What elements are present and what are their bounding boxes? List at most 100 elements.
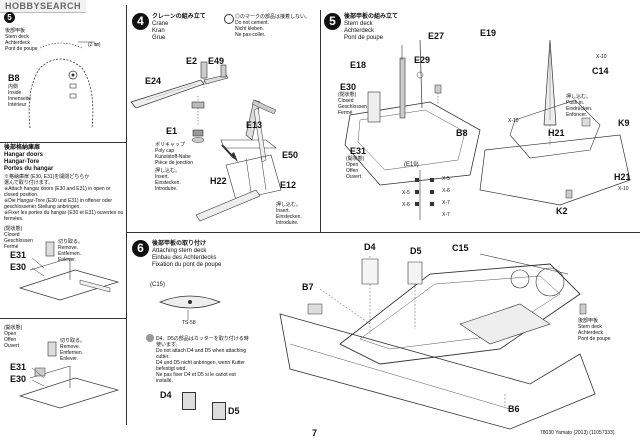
open-label-3: Ouvert xyxy=(4,343,20,349)
part-d5-small: D5 xyxy=(228,406,240,416)
sidebar-stern-deck-2: Achterdeck xyxy=(5,40,31,46)
closed-label-3: Fermé xyxy=(4,244,19,250)
cutter-diagram xyxy=(159,295,221,320)
x6-b: X-6 xyxy=(402,202,410,208)
step-5-title-1: Stern deck xyxy=(344,21,373,27)
s5-open-2: Offen xyxy=(346,168,359,174)
part-e31: E31 xyxy=(350,146,367,156)
part-e31-open: E31 xyxy=(10,362,27,372)
hangar-desc-0: ※格納庫扉 (E30, E31)を開閉どちらか xyxy=(4,174,90,180)
x6-a: X-6 xyxy=(442,188,450,194)
hangar-desc-6: ※Fixer les portes du hangar (E30 et E31)… xyxy=(4,210,124,216)
step-6-title-0: 後部甲板の取り付け xyxy=(152,241,207,247)
dimension-label: (2 ㎜) xyxy=(88,42,101,48)
crane-diagram xyxy=(130,61,282,222)
hangar-title-2: Hangar-Tore xyxy=(4,159,40,165)
b8-note-0: 内側 xyxy=(8,84,19,90)
step-4-number: 4 xyxy=(132,13,149,30)
s6-stern-0: 後部甲板 xyxy=(578,318,599,324)
part-e49: E49 xyxy=(208,56,225,66)
x10-c: X-10 xyxy=(618,186,629,192)
remove-note-2-1: Remove. xyxy=(60,344,81,350)
s6-stern-1: Stern deck xyxy=(578,324,602,330)
stern-deck-attach-diagram xyxy=(279,253,596,430)
b8-note-2: Innenseite xyxy=(8,96,32,102)
glue-note-2: Nicht kleben. xyxy=(235,26,264,32)
step-4-title-2: Kran xyxy=(152,28,165,34)
s5-closed-2: Geschlossen xyxy=(338,104,367,110)
s6-stern-2: Achterdeck xyxy=(578,330,604,336)
remove-note-1-2: Entfernen. xyxy=(58,251,82,257)
glue-note-1: Do not cement. xyxy=(235,20,269,26)
part-e2: E2 xyxy=(186,56,198,66)
sidebar-divider xyxy=(126,5,127,425)
glue-note-0: ◎のマークの部品は接着しない。 xyxy=(235,14,311,20)
part-d4: D4 xyxy=(364,242,376,252)
step-6-title-2: Einbau des Achterdecks xyxy=(152,255,217,261)
part-e29: E29 xyxy=(414,55,431,65)
s5-push-3: Enfoncer. xyxy=(566,112,588,118)
part-e30-closed: E30 xyxy=(10,262,27,272)
polycap-0: ポリキャップ xyxy=(155,142,186,148)
part-d5: D5 xyxy=(410,246,422,256)
part-e30-open: E30 xyxy=(10,374,27,384)
sidebar-stern-deck-1: Stern deck xyxy=(5,34,29,40)
hangar-desc-3: closed position. xyxy=(4,192,39,198)
part-h21-a: H21 xyxy=(548,128,565,138)
x7-b: X-7 xyxy=(442,212,450,218)
s5-closed-1: Closed xyxy=(338,98,354,104)
part-h21-b: H21 xyxy=(614,172,631,182)
part-k2: K2 xyxy=(556,206,568,216)
s5-open-0: (開状態) xyxy=(346,156,365,162)
part-h22: H22 xyxy=(210,176,227,186)
step-5-title-3: Pont de poupe xyxy=(344,35,384,41)
sidebar-divider-1 xyxy=(0,142,126,143)
remove-note-2-3: Enlever. xyxy=(60,356,79,362)
hangar-desc-7: fermées. xyxy=(4,216,24,222)
d5-piece xyxy=(212,402,226,420)
closed-label-1: Closed xyxy=(4,232,20,238)
remove-note-1-1: Remove. xyxy=(58,245,79,251)
insert2-0: 押し込む。 xyxy=(276,202,302,208)
glue-note-3: Ne pas coller. xyxy=(235,32,266,38)
closed-label-0: (閉状態) xyxy=(4,226,23,232)
hangar-open-diagram xyxy=(18,341,120,409)
step-5-title-0: 後部甲板の組み立て xyxy=(344,14,399,20)
polycap-3: Pièce de jonction xyxy=(155,160,194,166)
s5-open-1: Open xyxy=(346,162,359,168)
part-b7: B7 xyxy=(302,282,314,292)
s5-push-1: Push in. xyxy=(566,100,585,106)
hangar-desc-5: geschlossener Stellung anbringen. xyxy=(4,204,81,210)
open-label-0: (開状態) xyxy=(4,325,23,331)
cut-note-6: Ne pas fixer D4 et D5 si le canot est xyxy=(156,372,236,378)
part-k9: K9 xyxy=(618,118,630,128)
remove-note-1-3: Enlever. xyxy=(58,257,77,263)
watermark: HOBBYSEARCH xyxy=(0,0,87,13)
insert1-2: Einstecken. xyxy=(155,180,181,186)
part-b8: B8 xyxy=(8,73,20,83)
insert2-1: Insert. xyxy=(276,208,290,214)
b8-note-3: Intérieur xyxy=(8,102,27,108)
stern-deck-assembly-diagram xyxy=(344,39,631,220)
s5-closed-3: Fermé xyxy=(338,110,353,116)
part-e18: E18 xyxy=(350,60,367,70)
step-6-title-3: Fixation du pont de poupe xyxy=(152,262,222,268)
remove-note-1-0: 切り取る。 xyxy=(58,239,84,245)
insert1-3: Introduire. xyxy=(155,186,178,192)
s5-push-2: Eindrücken. xyxy=(566,106,593,112)
step-4-title-1: Crane xyxy=(152,21,169,27)
step-4-title-3: Grue xyxy=(152,35,166,41)
part-c15: C15 xyxy=(452,243,469,253)
insert1-0: 押し込む。 xyxy=(155,168,181,174)
cut-note-1: 使います。 xyxy=(156,342,181,348)
x10-a: X-10 xyxy=(596,54,607,60)
ts-58: TS-58 xyxy=(182,320,196,326)
e19-ref: (E19) xyxy=(404,162,419,168)
footer-code: 78030 Yamato (2013) (11057333) xyxy=(540,430,615,436)
part-e13: E13 xyxy=(246,120,263,130)
step-divider xyxy=(320,10,321,232)
closed-label-2: Geschlossen xyxy=(4,238,33,244)
part-e30: E30 xyxy=(340,82,357,92)
part-e12: E12 xyxy=(280,180,297,190)
step-4-title-0: クレーンの組み立て xyxy=(152,14,206,20)
